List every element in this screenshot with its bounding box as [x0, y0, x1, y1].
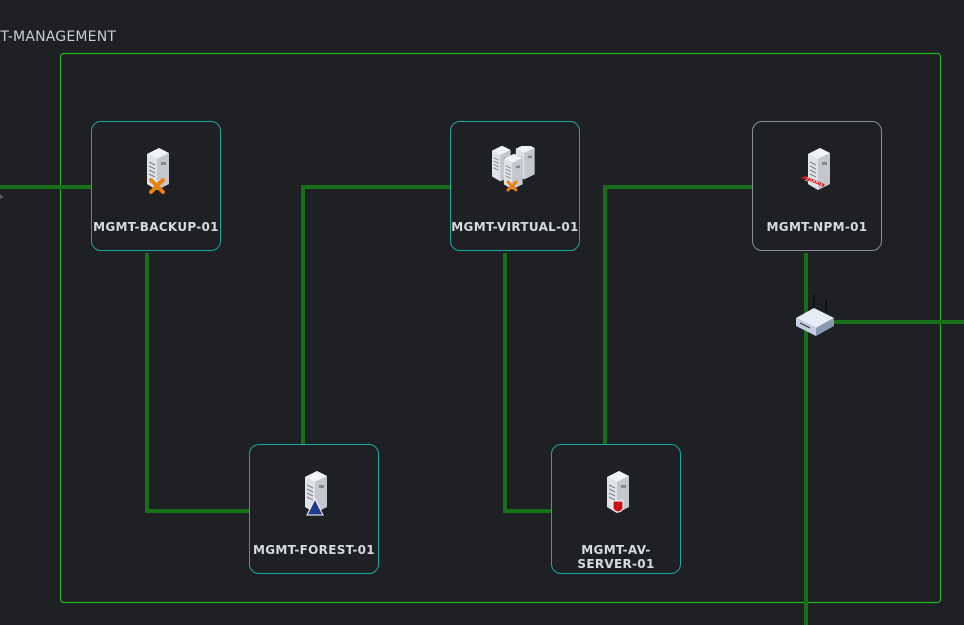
- server-antivirus-icon: [606, 470, 630, 514]
- link-forest-virtual[interactable]: [301, 185, 450, 444]
- group-boundary: [59, 52, 942, 604]
- node-label: MGMT-FOREST-01: [253, 543, 375, 557]
- server-cluster-icon: [492, 146, 536, 192]
- node-mgmt-av-server-01[interactable]: MGMT-AV-SERVER-01: [551, 444, 681, 574]
- node-label: MGMT-AV-SERVER-01: [577, 543, 655, 571]
- link-av-npm[interactable]: [603, 185, 752, 444]
- arrow-icon: [0, 194, 4, 199]
- node-mgmt-npm-01[interactable]: ZABBIX MGMT-NPM-01: [752, 121, 882, 251]
- node-mgmt-virtual-01[interactable]: MGMT-VIRTUAL-01: [450, 121, 580, 251]
- server-directory-icon: [304, 470, 328, 516]
- node-label: MGMT-VIRTUAL-01: [451, 220, 579, 234]
- server-zabbix-icon: ZABBIX: [801, 147, 831, 191]
- router-icon[interactable]: [794, 292, 844, 342]
- link-backup-forest[interactable]: [145, 253, 249, 513]
- node-label: MGMT-NPM-01: [766, 220, 868, 234]
- node-mgmt-forest-01[interactable]: MGMT-FOREST-01: [249, 444, 379, 574]
- group-label: IT-MANAGEMENT: [0, 29, 117, 45]
- node-label: MGMT-BACKUP-01: [93, 220, 219, 234]
- node-mgmt-backup-01[interactable]: MGMT-BACKUP-01: [91, 121, 221, 251]
- link-virtual-av[interactable]: [503, 253, 551, 513]
- server-backup-icon: [146, 147, 170, 194]
